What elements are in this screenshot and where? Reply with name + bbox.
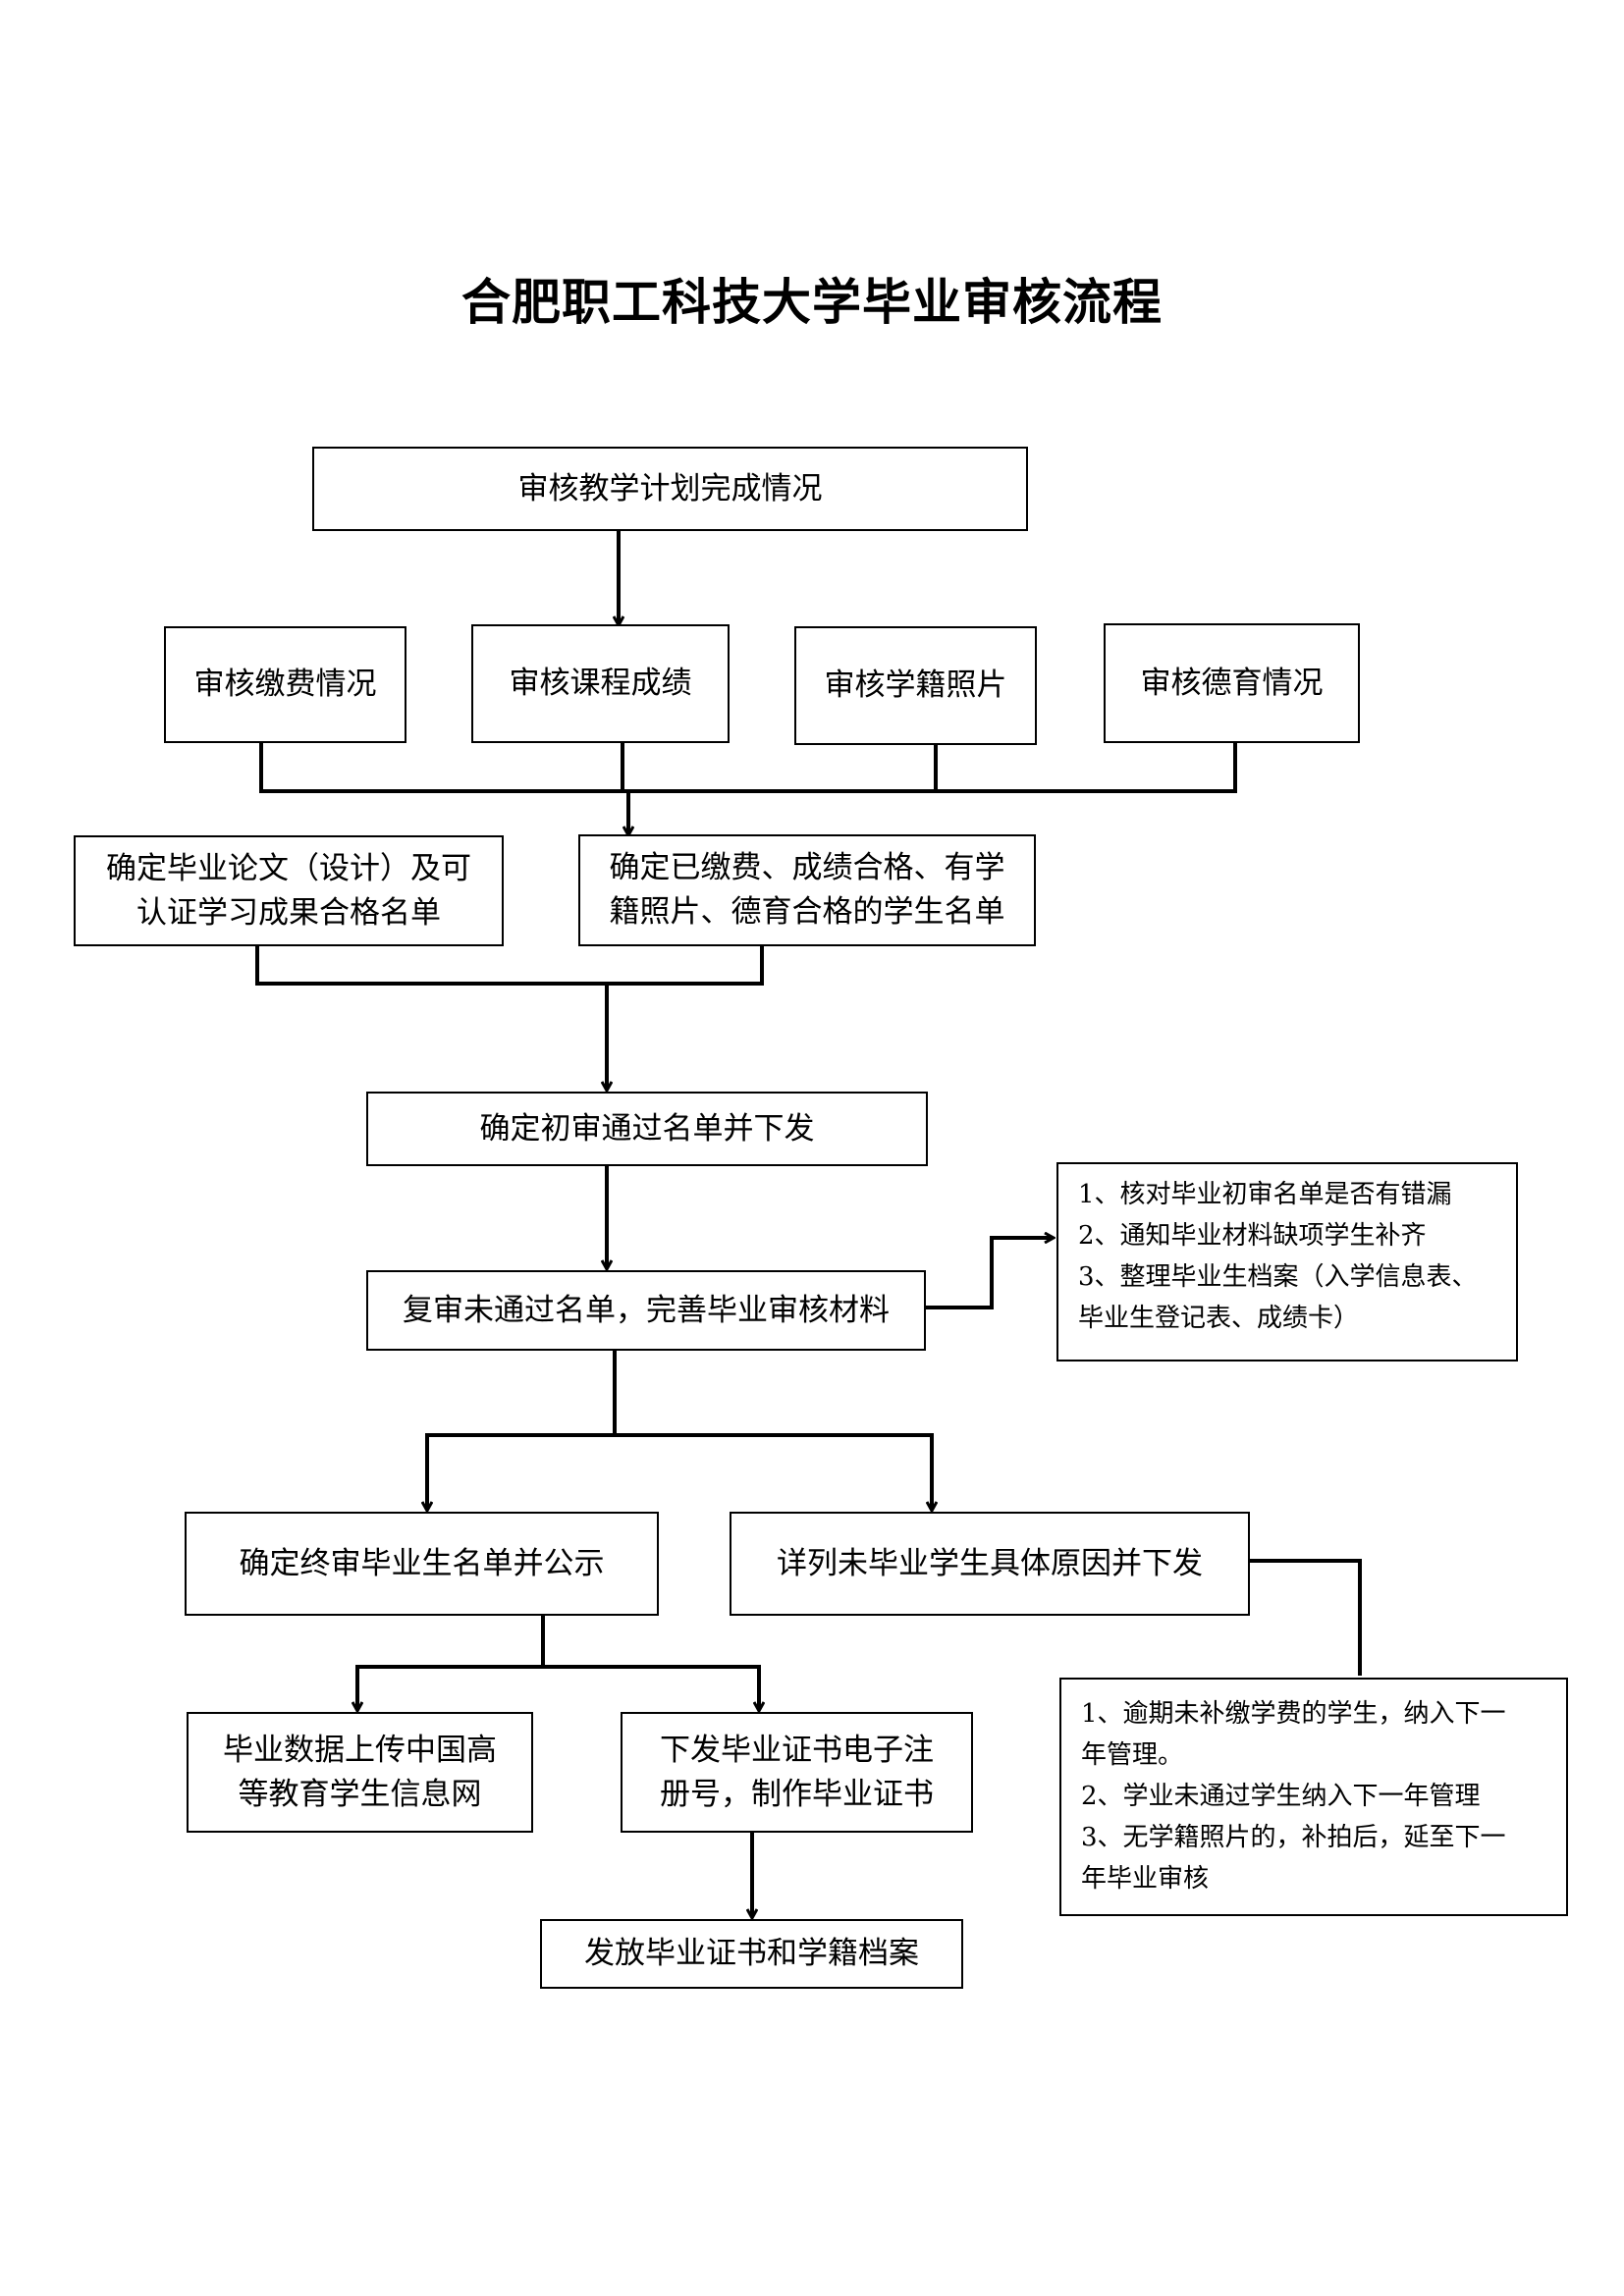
step-moral: 审核德育情况 — [1104, 623, 1360, 743]
step-photo: 审核学籍照片 — [794, 626, 1037, 745]
step-fees-label: 审核缴费情况 — [193, 667, 377, 703]
step-final-label: 确定终审毕业生名单并公示 — [239, 1545, 605, 1581]
step-upload-line1: 毕业数据上传中国高 — [223, 1732, 497, 1768]
step-cert-line1: 下发毕业证书电子注 — [660, 1732, 934, 1768]
note-ungraduated: 1、逾期未补缴学费的学生，纳入下一 年管理。 2、学业未通过学生纳入下一年管理 … — [1059, 1678, 1568, 1916]
note-review-tasks: 1、核对毕业初审名单是否有错漏 2、通知毕业材料缺项学生补齐 3、整理毕业生档案… — [1056, 1162, 1518, 1362]
note-review-task-3: 3、整理毕业生档案（入学信息表、 — [1078, 1262, 1478, 1293]
note-review-task-2: 2、通知毕业材料缺项学生补齐 — [1078, 1221, 1427, 1252]
step-grades-label: 审核课程成绩 — [509, 666, 692, 702]
step-plan: 审核教学计划完成情况 — [312, 447, 1028, 531]
step-issue-label: 发放毕业证书和学籍档案 — [584, 1936, 919, 1972]
step-qualified-line2: 籍照片、德育合格的学生名单 — [609, 894, 1005, 930]
step-upload-line2: 等教育学生信息网 — [238, 1776, 482, 1812]
step-moral-label: 审核德育情况 — [1140, 665, 1324, 701]
step-issue: 发放毕业证书和学籍档案 — [540, 1919, 963, 1989]
step-qualified-line1: 确定已缴费、成绩合格、有学 — [609, 850, 1005, 886]
note-ungraduated-5: 年毕业审核 — [1081, 1864, 1210, 1895]
step-upload: 毕业数据上传中国高 等教育学生信息网 — [187, 1712, 533, 1833]
double-arrow-review-tasks — [925, 1238, 1053, 1308]
step-qualified: 确定已缴费、成绩合格、有学 籍照片、德育合格的学生名单 — [578, 834, 1036, 946]
step-photo-label: 审核学籍照片 — [824, 667, 1007, 704]
step-plan-label: 审核教学计划完成情况 — [517, 470, 823, 507]
step-preliminary: 确定初审通过名单并下发 — [366, 1092, 928, 1166]
note-ungraduated-3: 2、学业未通过学生纳入下一年管理 — [1081, 1782, 1481, 1812]
step-thesis-line2: 认证学习成果合格名单 — [136, 894, 441, 931]
step-reasons: 详列未毕业学生具体原因并下发 — [730, 1512, 1250, 1616]
step-thesis-line1: 确定毕业论文（设计）及可 — [106, 850, 471, 886]
note-ungraduated-1: 1、逾期未补缴学费的学生，纳入下一 — [1081, 1699, 1506, 1729]
step-reasons-label: 详列未毕业学生具体原因并下发 — [777, 1545, 1203, 1581]
note-review-task-1: 1、核对毕业初审名单是否有错漏 — [1078, 1180, 1452, 1209]
step-grades: 审核课程成绩 — [471, 624, 730, 743]
page-title: 合肥职工科技大学毕业审核流程 — [461, 273, 1163, 331]
step-final: 确定终审毕业生名单并公示 — [185, 1512, 659, 1616]
step-cert-line2: 册号，制作毕业证书 — [660, 1776, 934, 1812]
note-ungraduated-2: 年管理。 — [1081, 1740, 1184, 1771]
note-ungraduated-4: 3、无学籍照片的，补拍后，延至下一 — [1081, 1823, 1506, 1853]
step-thesis: 确定毕业论文（设计）及可 认证学习成果合格名单 — [74, 835, 504, 946]
connector-reasons-to-notes — [1248, 1559, 1362, 1676]
step-preliminary-label: 确定初审通过名单并下发 — [479, 1110, 815, 1147]
step-fees: 审核缴费情况 — [164, 626, 406, 743]
step-review: 复审未通过名单，完善毕业审核材料 — [366, 1270, 926, 1351]
note-review-task-4: 毕业生登记表、成绩卡） — [1078, 1304, 1360, 1334]
step-review-label: 复审未通过名单，完善毕业审核材料 — [403, 1292, 890, 1328]
step-cert: 下发毕业证书电子注 册号，制作毕业证书 — [621, 1712, 973, 1833]
